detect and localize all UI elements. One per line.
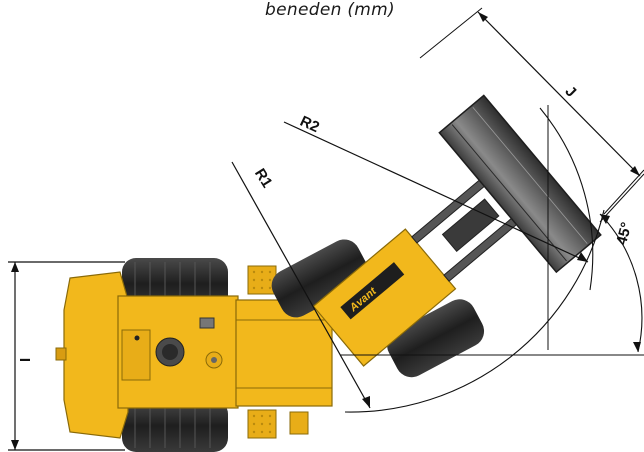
bucket [438,94,602,274]
label-i: I [17,358,34,362]
label-r1: R1 [251,166,276,191]
dimension-r2: R2 [283,105,594,350]
dimension-angle: 45° [340,169,644,356]
label-angle: 45° [613,221,635,247]
dimension-i: I [8,261,125,451]
label-r2: R2 [297,113,322,137]
label-j: J [562,83,580,101]
front-left-tire [271,239,369,318]
rear-frame [55,258,333,452]
front-right-tire [387,299,485,378]
diagram-caption: beneden (mm) [265,0,395,20]
rear-right-tire [122,400,228,452]
front-frame: Avant [271,94,602,378]
